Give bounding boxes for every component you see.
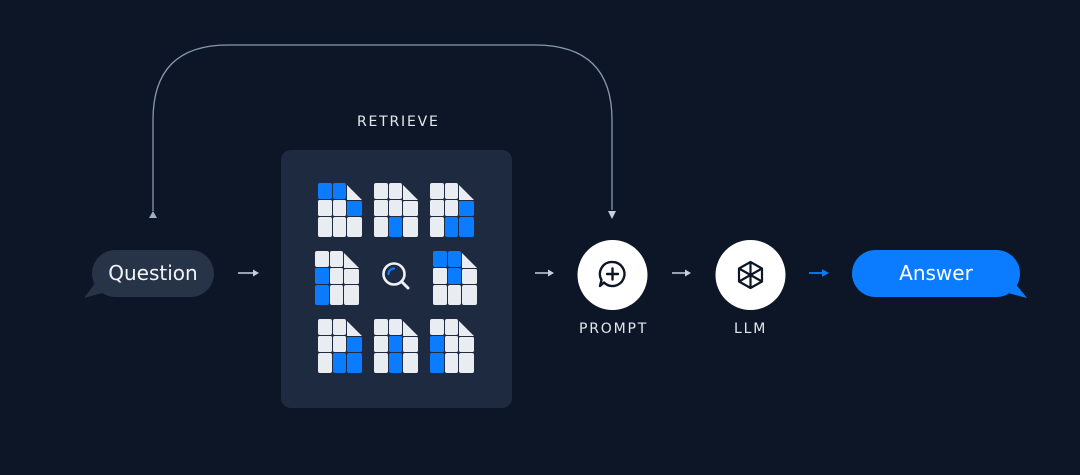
arrow-prompt-to-llm [672, 269, 691, 277]
arrow-llm-to-answer [809, 269, 829, 277]
prompt-label: PROMPT [579, 321, 649, 337]
question-text: Question [108, 261, 198, 285]
retrieve-label: RETRIEVE [357, 114, 440, 130]
llm-node [715, 240, 786, 310]
arrow-question-to-retrieve [238, 269, 259, 277]
chat-plus-icon [598, 260, 626, 288]
llm-label: LLM [734, 321, 768, 337]
question-bubble [84, 250, 214, 298]
answer-bubble [852, 250, 1027, 298]
magnifier-icon [382, 262, 410, 290]
bypass-arrow-head [608, 211, 616, 219]
prompt-node [577, 240, 648, 310]
hex-cube-icon [737, 260, 764, 290]
bypass-connector [152, 44, 613, 211]
arrow-retrieve-to-prompt [535, 269, 554, 277]
bypass-arrow-tail [149, 211, 157, 218]
answer-text: Answer [899, 261, 973, 285]
